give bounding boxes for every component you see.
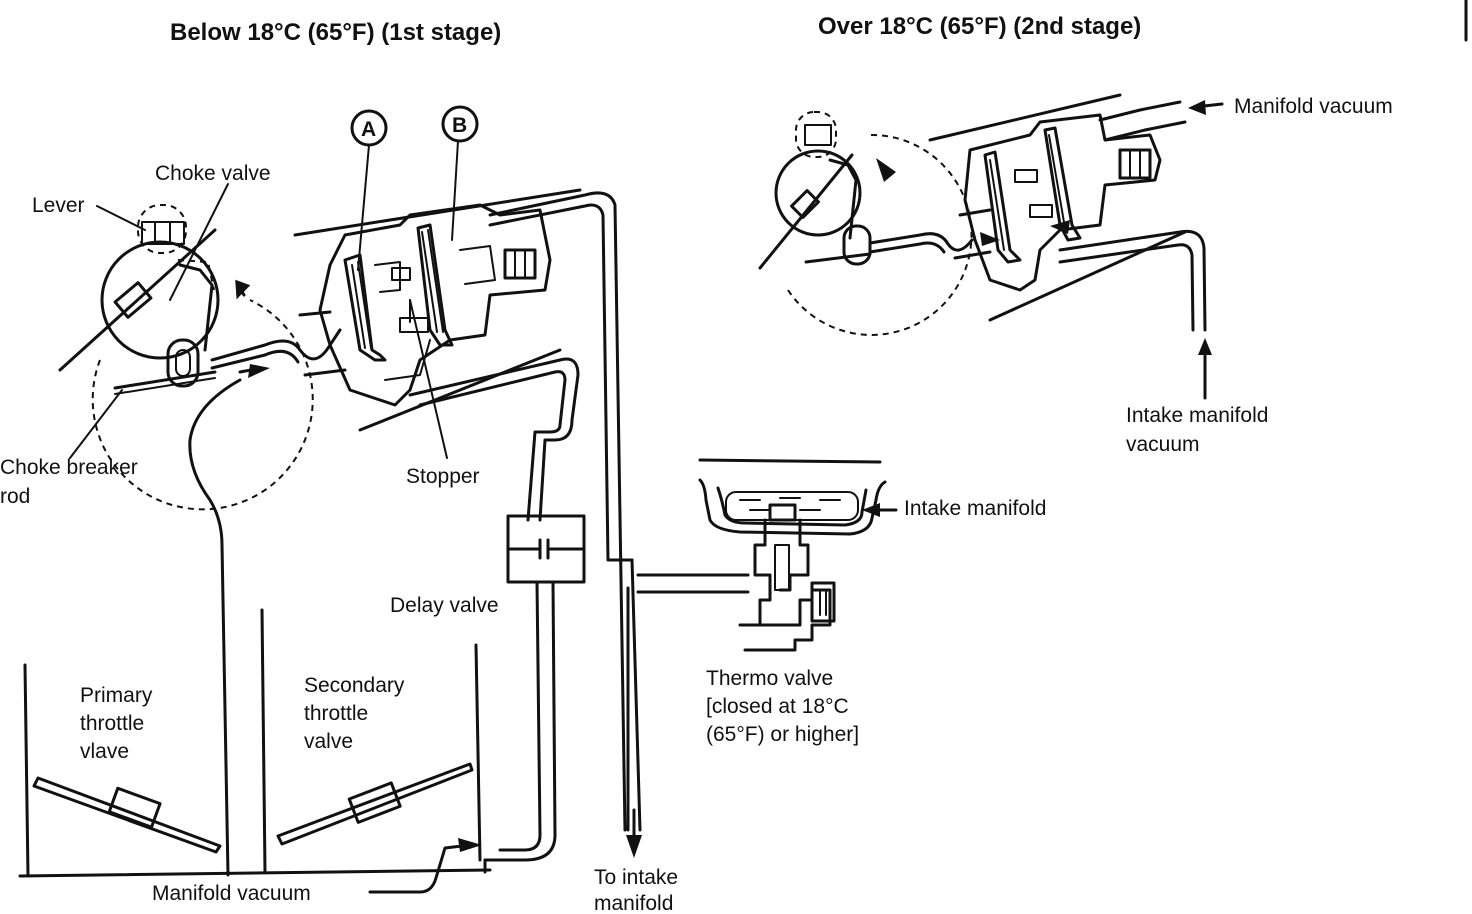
label-intake-vacuum-line1: Intake manifold [1126, 404, 1268, 427]
label-primary-line1: Primary [80, 684, 153, 707]
label-stopper: Stopper [406, 465, 480, 488]
choke-breaker-diaphragm-right [928, 93, 1187, 322]
circle-a-label: A [361, 118, 376, 141]
circle-b-marker [441, 105, 479, 143]
label-thermo-line1: Thermo valve [706, 667, 833, 690]
title-second-stage: Over 18°C (65°F) (2nd stage) [818, 13, 1141, 40]
label-thermo-line3: (65°F) or higher] [706, 723, 859, 746]
label-primary-line2: throttle [80, 712, 144, 735]
circle-b-label: B [452, 114, 467, 137]
label-to-intake-line1: To intake [594, 866, 678, 889]
title-first-stage: Below 18°C (65°F) (1st stage) [170, 19, 501, 46]
thermo-valve [698, 458, 887, 652]
label-secondary-line3: valve [304, 730, 353, 753]
label-intake-vacuum-line2: vacuum [1126, 433, 1200, 456]
secondary-throttle-plate [276, 762, 474, 846]
label-manifold-vacuum-bottom: Manifold vacuum [152, 882, 311, 905]
label-delay-valve: Delay valve [390, 594, 499, 617]
label-choke-valve: Choke valve [155, 162, 271, 185]
label-choke-breaker-rod-line2: rod [0, 485, 30, 508]
choke-mechanism-left [58, 204, 314, 511]
label-choke-breaker-rod-line1: Choke breaker [0, 456, 138, 479]
primary-throttle-plate [32, 776, 222, 854]
label-secondary-line1: Secondary [304, 674, 405, 697]
label-to-intake-line2: manifold [594, 892, 673, 914]
choke-breaker-diaphragm-left [293, 188, 582, 432]
label-lever: Lever [32, 194, 85, 217]
throttle-body [18, 608, 492, 878]
label-manifold-vacuum-top: Manifold vacuum [1234, 95, 1393, 118]
label-thermo-line2: [closed at 18°C [706, 695, 849, 718]
label-secondary-line2: throttle [304, 702, 368, 725]
choke-mechanism-right [758, 111, 973, 336]
label-intake-manifold: Intake manifold [904, 497, 1046, 520]
label-primary-line3: vlave [80, 740, 129, 763]
